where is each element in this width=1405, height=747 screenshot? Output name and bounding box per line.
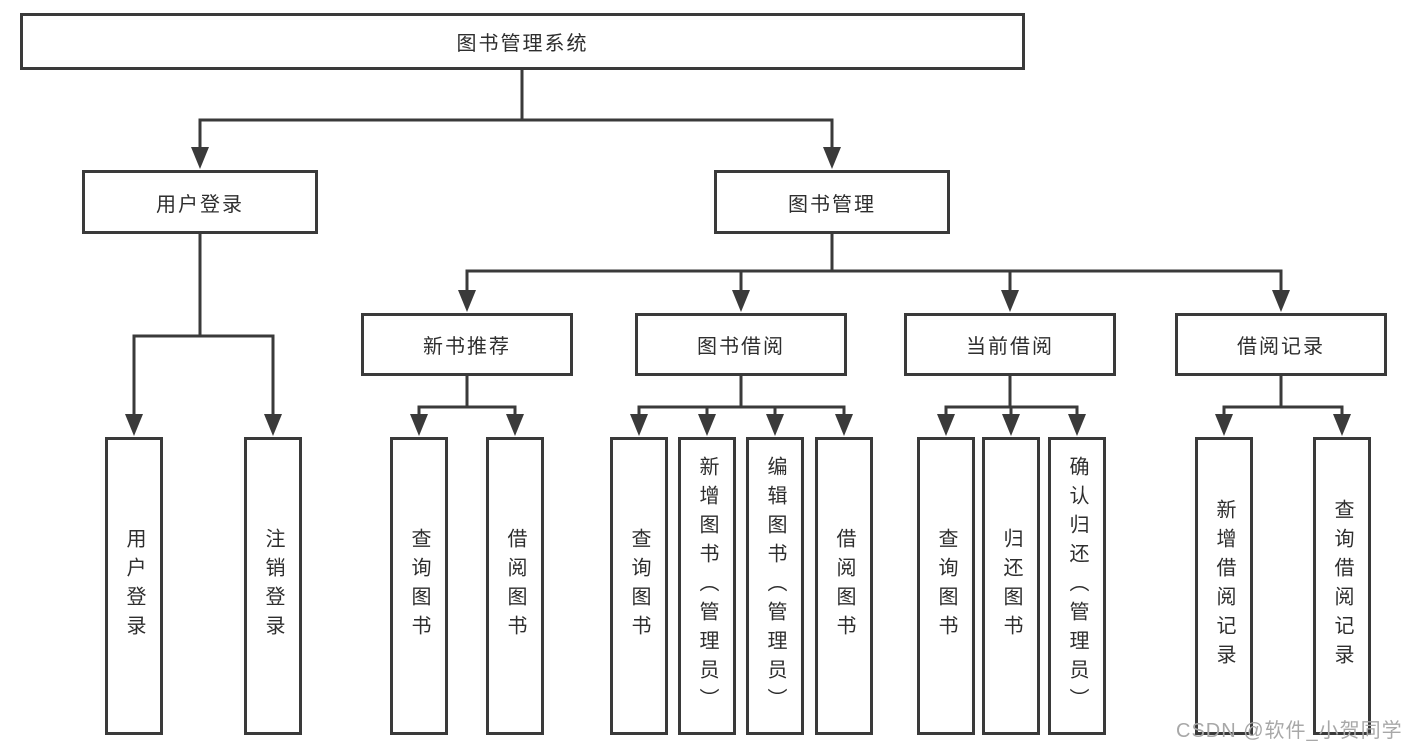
leaf-add-books-admin: 新增图书（管理员） [678, 437, 736, 735]
leaf-logout: 注销登录 [244, 437, 302, 735]
leaf-borrow-books: 借阅图书 [815, 437, 873, 735]
csdn-watermark: CSDN @软件_小贺同学 [1176, 720, 1403, 742]
leaf-query-borrow-record: 查询借阅记录 [1313, 437, 1371, 735]
node-library-system: 图书管理系统 [20, 13, 1025, 70]
leaf-edit-books-admin: 编辑图书（管理员） [746, 437, 804, 735]
leaf-return-books: 归还图书 [982, 437, 1040, 735]
node-book-borrow: 图书借阅 [635, 313, 847, 376]
leaf-confirm-return-admin: 确认归还（管理员） [1048, 437, 1106, 735]
leaf-borrow-books-recommend: 借阅图书 [486, 437, 544, 735]
node-user-login: 用户登录 [82, 170, 318, 234]
node-borrow-records: 借阅记录 [1175, 313, 1387, 376]
leaf-add-borrow-record: 新增借阅记录 [1195, 437, 1253, 735]
node-current-borrow: 当前借阅 [904, 313, 1116, 376]
node-book-management: 图书管理 [714, 170, 950, 234]
leaf-user-login: 用户登录 [105, 437, 163, 735]
arrowheads [125, 147, 1351, 436]
leaf-query-books-current: 查询图书 [917, 437, 975, 735]
leaf-query-books-borrow: 查询图书 [610, 437, 668, 735]
leaf-query-books-recommend: 查询图书 [390, 437, 448, 735]
node-new-book-recommend: 新书推荐 [361, 313, 573, 376]
